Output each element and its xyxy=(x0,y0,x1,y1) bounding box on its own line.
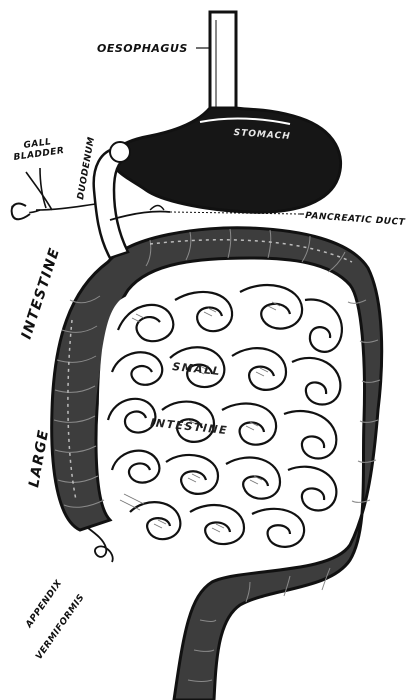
appendix xyxy=(88,528,113,562)
small-intestine xyxy=(99,274,358,556)
gall-bladder-sac xyxy=(12,204,30,220)
duodenum xyxy=(94,142,130,258)
oesophagus-label: OESOPHAGUS xyxy=(97,42,188,55)
appendix-tube xyxy=(88,528,113,562)
intestine-left-label: INTESTINE xyxy=(19,245,64,341)
large-label: LARGE xyxy=(26,428,52,489)
stomach: STOMACH xyxy=(112,108,341,212)
bladder-label: BLADDER xyxy=(13,146,65,163)
pancreatic-duct-label: PANCREATIC DUCT xyxy=(305,211,406,228)
pylorus xyxy=(110,142,130,162)
stomach-body xyxy=(112,108,341,212)
